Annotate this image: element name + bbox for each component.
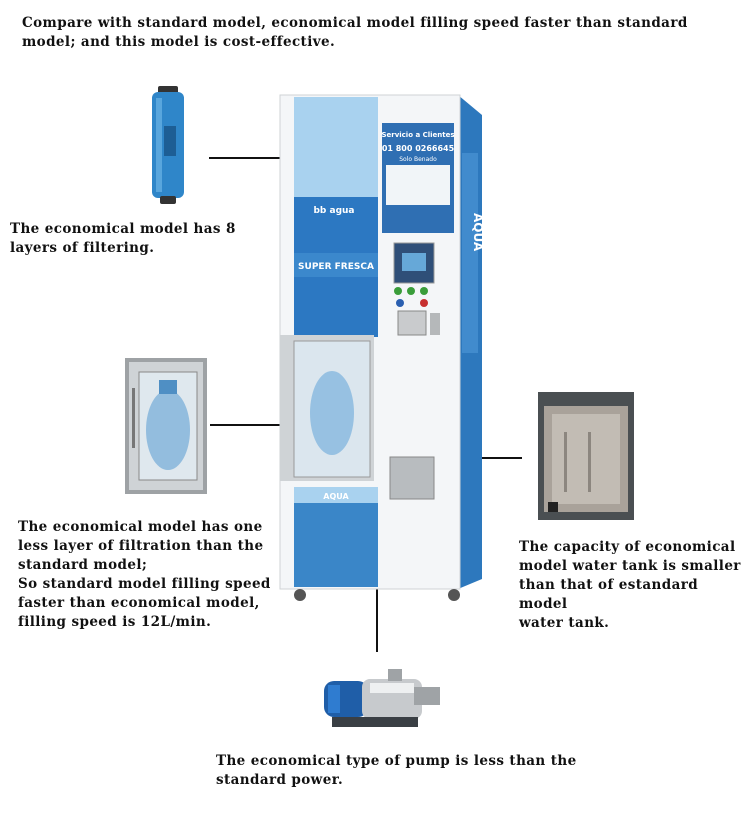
pump-leader-line (376, 550, 378, 652)
service-phone: 01 800 0266645 (382, 144, 455, 153)
logo-text: bb agua (313, 206, 354, 216)
brand-tag: Solo Benado (399, 156, 437, 163)
ro-membrane-image (152, 86, 184, 204)
water-tank-image (538, 392, 634, 520)
door-leader-line (210, 424, 280, 426)
filter-leader-line (209, 157, 299, 159)
bottom-brand: AQUA (323, 492, 349, 501)
side-brand: AQUA (471, 213, 485, 252)
door-image (125, 358, 207, 494)
intro-text: Compare with standard model, economical … (22, 15, 688, 50)
slogan-text: SUPER FRESCA (298, 262, 374, 272)
water-vending-machine: Servicio a Clientes 01 800 0266645 Solo … (279, 94, 485, 601)
tank-leader-line (470, 457, 522, 459)
filter-callout: The economical model has 8 layers of fil… (10, 221, 236, 256)
door-callout: The economical model has one less layer … (18, 519, 271, 630)
pump-callout: The economical type of pump is less than… (216, 753, 577, 788)
tank-callout: The capacity of economical model water t… (519, 539, 741, 631)
pump-image (324, 669, 440, 727)
service-title: Servicio a Clientes (381, 131, 454, 139)
